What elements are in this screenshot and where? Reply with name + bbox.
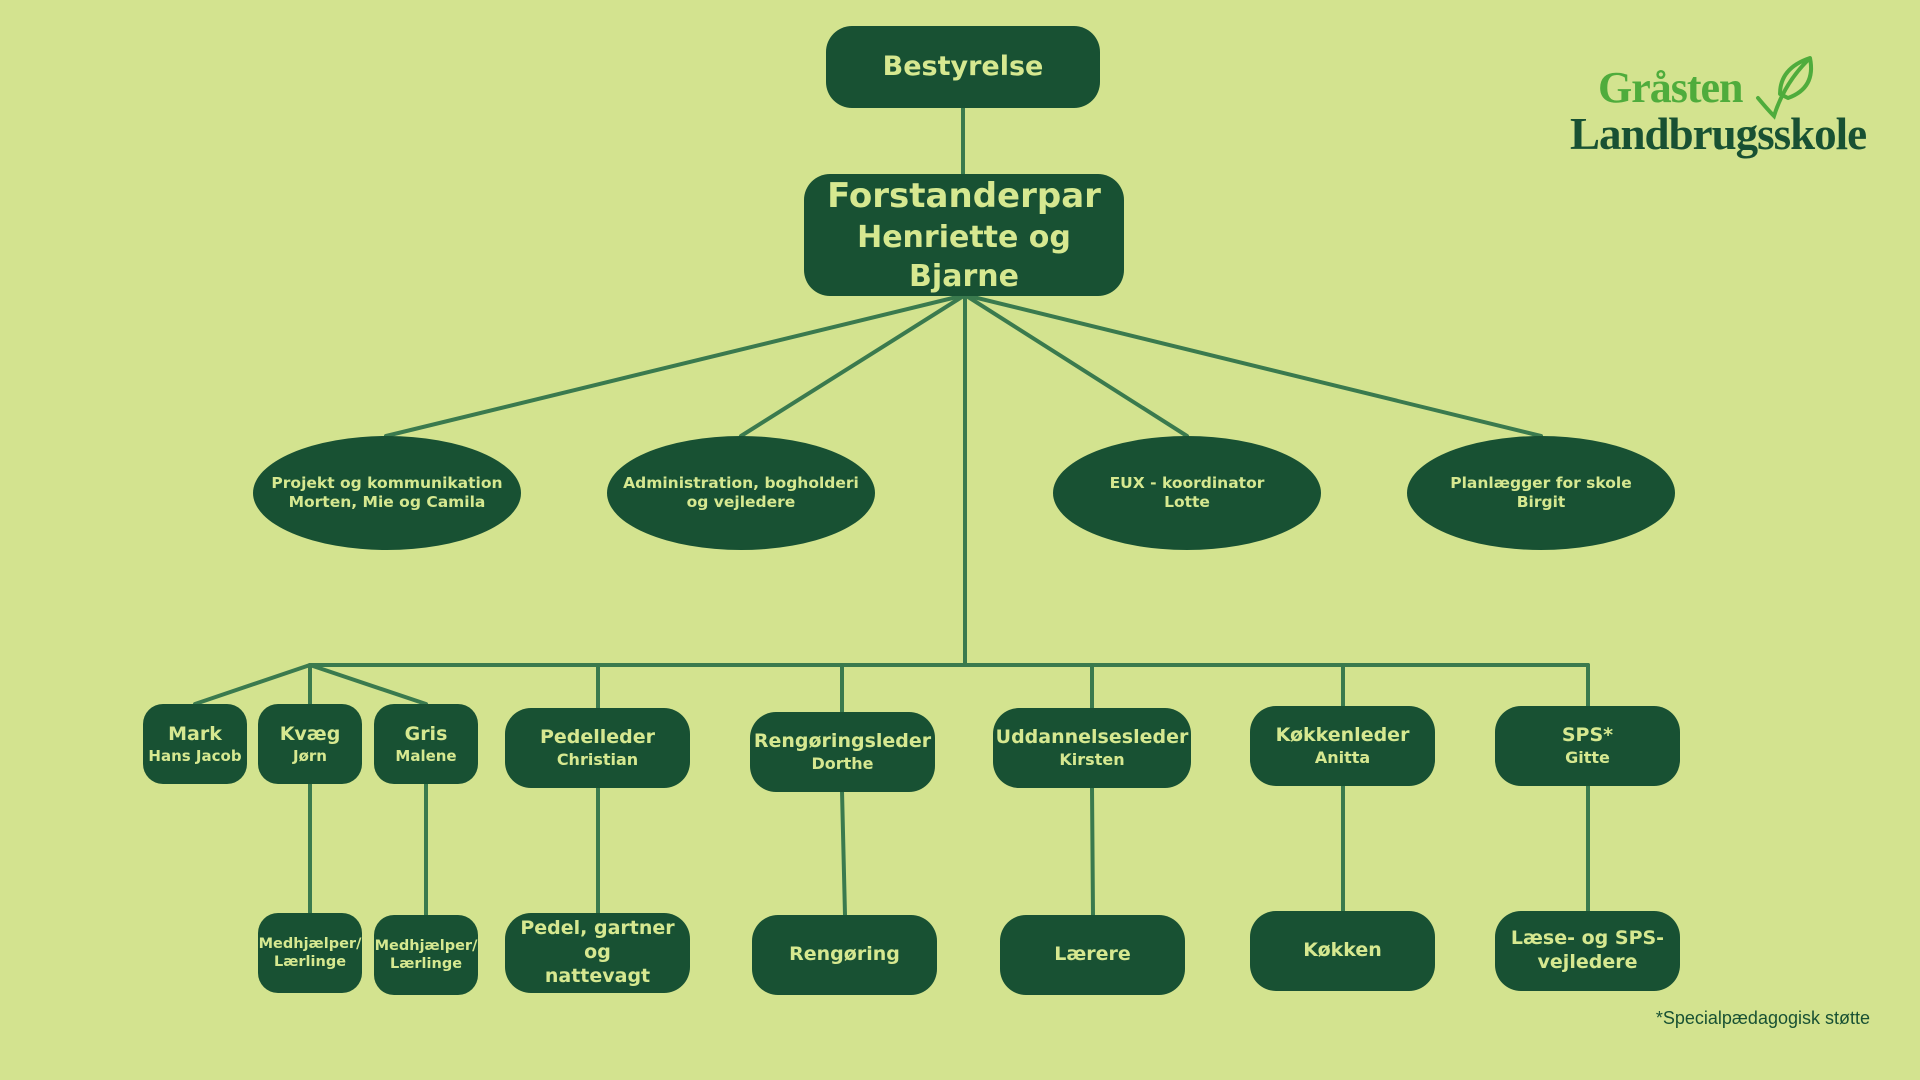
dept-title: SPS* — [1561, 724, 1614, 747]
connector — [193, 663, 312, 706]
team-node-pedel: Pedel, gartner og nattevagt — [505, 913, 690, 993]
farm-title: Mark — [168, 722, 222, 745]
team-line1: Rengøring — [789, 943, 900, 966]
connector — [1090, 786, 1095, 917]
dept-node-koekkenleder: Køkkenleder Anitta — [1250, 706, 1435, 786]
team-node-sps: Læse- og SPS- vejledere — [1495, 911, 1680, 991]
dept-name: Gitte — [1565, 747, 1610, 767]
connector — [840, 789, 847, 917]
footnote: *Specialpædagogisk støtte — [1655, 1008, 1870, 1028]
team-line1: Pedel, gartner og — [520, 917, 675, 964]
connector — [963, 293, 1189, 438]
team-node-laerere: Lærere — [1000, 915, 1185, 995]
team-node-gris-helpers: Medhjælper/ Lærlinge — [374, 915, 478, 995]
connector — [963, 293, 1543, 438]
staff-title: Planlægger for skole — [1450, 473, 1632, 492]
staff-names: Lotte — [1164, 493, 1210, 511]
staff-node-eux: EUX - koordinator Lotte — [1053, 436, 1321, 550]
farm-name: Malene — [395, 746, 457, 765]
dept-node-uddannelsesleder: Uddannelsesleder Kirsten — [993, 708, 1191, 788]
logo-line2: Landbrugsskole — [1570, 109, 1867, 159]
dept-title: Køkkenleder — [1275, 724, 1410, 747]
leaders-title: Forstanderpar — [827, 175, 1101, 216]
team-line2: Lærlinge — [273, 954, 347, 970]
farm-title: Gris — [404, 722, 448, 745]
leaders-names: Henriette og Bjarne — [857, 220, 1071, 295]
board-node: Bestyrelse — [826, 26, 1100, 108]
staff-node-administration: Administration, bogholderi og vejledere — [607, 436, 875, 550]
dept-name: Christian — [556, 749, 639, 769]
farm-title: Kvæg — [279, 722, 341, 745]
staff-node-planlaegger: Planlægger for skole Birgit — [1407, 436, 1675, 550]
dept-name: Dorthe — [811, 753, 874, 773]
team-line1: Læse- og SPS- — [1510, 927, 1665, 950]
staff-node-projekt: Projekt og kommunikation Morten, Mie og … — [253, 436, 521, 550]
dept-title: Pedelleder — [539, 726, 656, 749]
farm-node-mark: Mark Hans Jacob — [143, 704, 247, 784]
team-line1: Køkken — [1303, 939, 1382, 962]
dept-node-rengoeringsleder: Rengøringsleder Dorthe — [750, 712, 935, 792]
staff-names: Morten, Mie og Camila — [288, 493, 486, 511]
dept-title: Rengøringsleder — [753, 730, 932, 753]
connector — [384, 293, 967, 438]
dept-name: Kirsten — [1059, 749, 1125, 769]
leaf-icon — [1756, 56, 1813, 120]
dept-node-sps: SPS* Gitte — [1495, 706, 1680, 786]
dept-title: Uddannelsesleder — [995, 726, 1189, 749]
team-line2: vejledere — [1537, 951, 1638, 973]
staff-title: Administration, bogholderi — [623, 473, 859, 492]
team-line1: Medhjælper/ — [258, 935, 362, 952]
farm-name: Jørn — [293, 746, 327, 765]
team-line1: Lærere — [1054, 943, 1131, 966]
logo-line1: Gråsten — [1598, 63, 1744, 112]
farm-node-gris: Gris Malene — [374, 704, 478, 784]
team-node-rengoering: Rengøring — [752, 915, 937, 995]
team-line1: Medhjælper/ — [374, 937, 478, 954]
staff-names: og vejledere — [686, 493, 796, 511]
school-logo: Gråsten Landbrugsskole — [1570, 56, 1870, 172]
farm-name: Hans Jacob — [148, 746, 242, 765]
board-title: Bestyrelse — [882, 51, 1044, 83]
farm-node-kvaeg: Kvæg Jørn — [258, 704, 362, 784]
staff-title: Projekt og kommunikation — [271, 473, 503, 492]
team-node-kvaeg-helpers: Medhjælper/ Lærlinge — [258, 913, 362, 993]
connector — [739, 293, 967, 438]
staff-names: Birgit — [1516, 493, 1566, 511]
team-line2: Lærlinge — [389, 956, 463, 972]
team-node-koekken: Køkken — [1250, 911, 1435, 991]
leaders-node: Forstanderpar Henriette og Bjarne — [804, 174, 1124, 296]
dept-name: Anitta — [1314, 747, 1371, 767]
staff-title: EUX - koordinator — [1109, 473, 1265, 492]
team-line2: nattevagt — [544, 964, 651, 987]
dept-node-pedelleder: Pedelleder Christian — [505, 708, 690, 788]
connector — [308, 663, 428, 706]
